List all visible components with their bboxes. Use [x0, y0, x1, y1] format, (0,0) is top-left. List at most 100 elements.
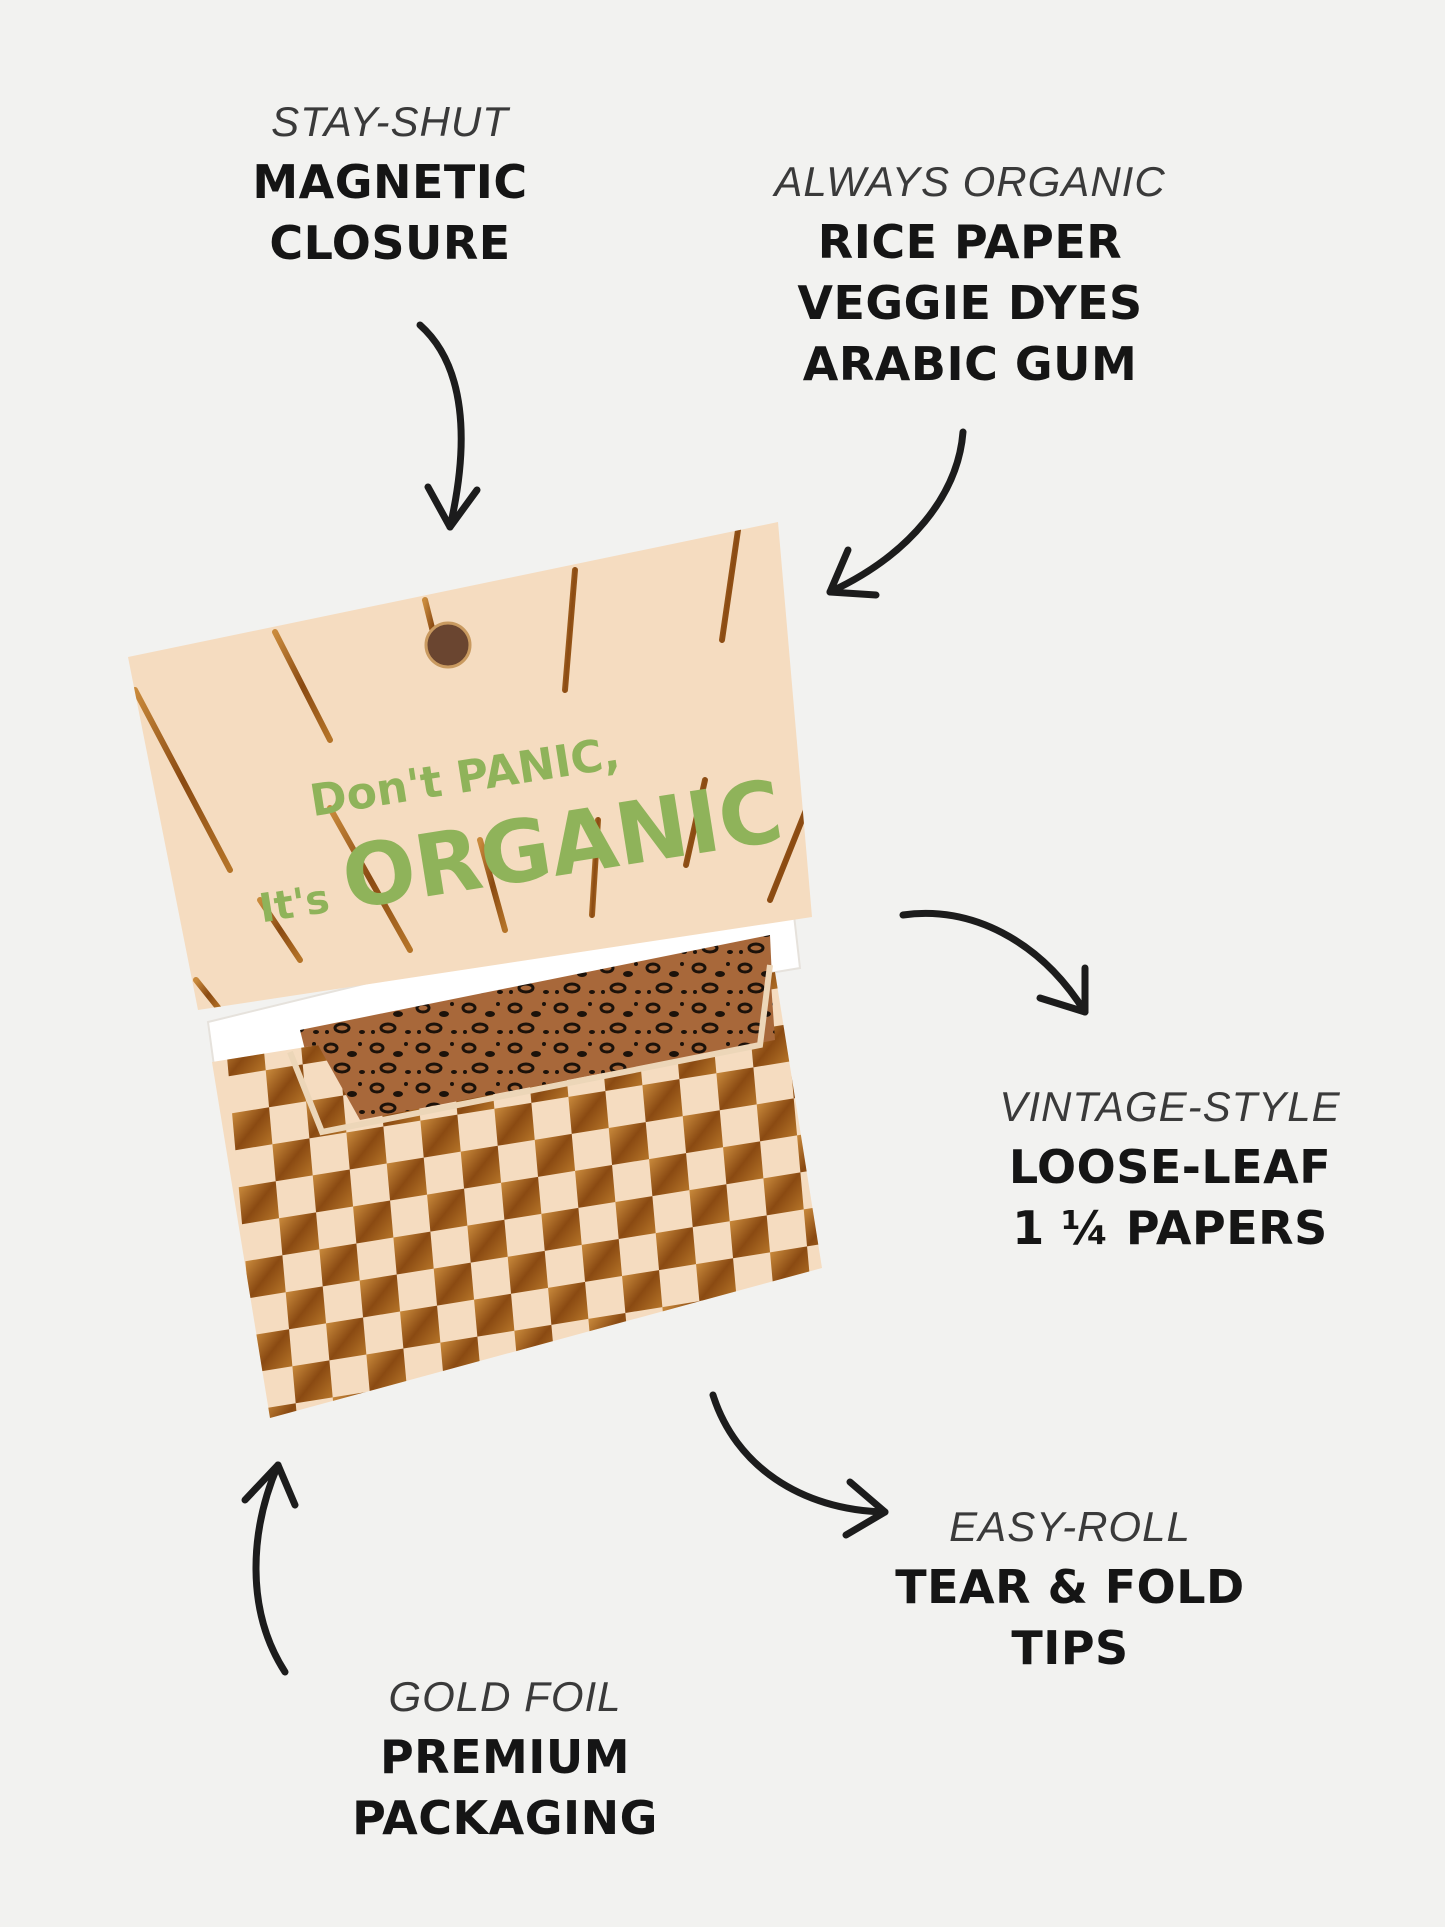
checker-square	[817, 972, 822, 982]
checker-square	[952, 1180, 992, 1223]
checker-square	[528, 1473, 568, 1516]
checker-square	[682, 1110, 724, 1154]
checker-square	[514, 1324, 555, 1368]
checker-square	[925, 1297, 965, 1340]
checker-square	[366, 1348, 407, 1392]
callout-subtitle: EASY-ROLL	[949, 1503, 1191, 1550]
checker-square	[386, 1157, 428, 1201]
arrow-icon	[241, 1461, 299, 1676]
callout-magnetic-closure: STAY-SHUT MAGNETIC CLOSURE	[220, 92, 560, 274]
checker-square	[272, 1138, 313, 1182]
checker-square	[507, 1250, 549, 1294]
checker-square	[831, 1087, 871, 1130]
checker-square	[783, 981, 822, 1025]
callout-line: 1 ¼ PAPERS	[1012, 1201, 1328, 1255]
checker-square	[252, 1329, 293, 1373]
checker-square	[851, 1309, 891, 1352]
checker-square	[440, 1336, 481, 1380]
callout-line: PACKAGING	[352, 1791, 658, 1845]
checker-square	[299, 1434, 339, 1477]
arrow-icon	[899, 909, 1089, 1016]
checker-square	[474, 1293, 515, 1337]
checker-square	[561, 1430, 601, 1473]
checker-square	[568, 1091, 609, 1134]
checker-square	[433, 1262, 475, 1306]
checker-square	[628, 1344, 670, 1388]
checker-square	[817, 1351, 822, 1395]
checker-square	[884, 1266, 924, 1309]
checker-square	[319, 1243, 360, 1287]
callout-line: VEGGIE DYES	[797, 276, 1143, 330]
checker-square	[938, 1032, 978, 1075]
checker-square	[898, 1001, 938, 1044]
checker-square	[494, 1102, 535, 1146]
checker-square	[460, 1145, 502, 1189]
checker-square	[615, 1196, 656, 1240]
checker-square	[803, 1203, 822, 1247]
checker-square	[911, 1149, 951, 1192]
checker-square	[891, 1340, 931, 1383]
checker-square	[548, 1281, 589, 1325]
checker-square	[642, 1079, 683, 1123]
callout-line: LOOSE-LEAF	[1008, 1140, 1332, 1194]
checker-square	[931, 1371, 971, 1414]
checker-square	[776, 1320, 818, 1364]
callout-premium-packaging: GOLD FOIL PREMIUM PACKAGING	[320, 1667, 690, 1849]
checker-square	[326, 1317, 367, 1361]
checker-square	[373, 1423, 413, 1466]
checker-square	[797, 1129, 822, 1173]
checker-square	[702, 1332, 744, 1376]
checker-square	[965, 1328, 1005, 1371]
callout-loose-leaf-papers: VINTAGE-STYLE LOOSE-LEAF 1 ¼ PAPERS	[960, 1077, 1380, 1259]
checker-square	[400, 1305, 441, 1349]
checker-square	[810, 1277, 822, 1321]
pack-pocket	[318, 968, 775, 1120]
checker-square	[932, 958, 972, 1001]
callout-line: ARABIC GUM	[802, 337, 1138, 391]
checker-square	[844, 1235, 884, 1278]
checker-square	[265, 1064, 307, 1108]
checker-square	[292, 1360, 333, 1404]
checker-square	[655, 1227, 697, 1271]
checker-square	[393, 1231, 434, 1275]
slogan-prefix: It's	[256, 876, 332, 932]
checker-square	[588, 1313, 629, 1356]
checker-square	[447, 1410, 488, 1418]
checker-square	[824, 1013, 864, 1056]
checker-square	[521, 1398, 562, 1418]
checker-square	[285, 1286, 327, 1330]
checker-square	[306, 1508, 346, 1551]
checker-square	[898, 1414, 938, 1457]
callout-line: RICE PAPER	[817, 215, 1123, 269]
callout-subtitle: ALWAYS ORGANIC	[774, 158, 1166, 205]
magnet-dot	[424, 621, 472, 669]
checker-square	[945, 1106, 985, 1149]
checker-square	[770, 1246, 811, 1290]
arrow-icon	[709, 1391, 889, 1539]
checker-square	[501, 1176, 542, 1220]
checker-square	[232, 1107, 273, 1151]
checker-square	[279, 1212, 320, 1256]
checker-square	[413, 1454, 453, 1497]
checker-square	[783, 1394, 822, 1418]
checker-square	[864, 1044, 904, 1087]
callout-line: PREMIUM	[379, 1730, 631, 1784]
checker-square	[575, 1165, 616, 1208]
checker-square	[480, 1367, 522, 1411]
checker-square	[380, 1497, 420, 1540]
callout-line: TIPS	[1011, 1621, 1129, 1675]
checker-square	[332, 1391, 374, 1418]
checker-square	[353, 1200, 394, 1244]
checker-square	[689, 1184, 730, 1228]
checker-square	[669, 1375, 710, 1418]
checker-square	[541, 1207, 582, 1251]
checker-square	[837, 1161, 877, 1204]
checker-square	[729, 1215, 771, 1259]
checker-square	[756, 1098, 798, 1142]
checker-square	[427, 1188, 468, 1232]
callout-subtitle: VINTAGE-STYLE	[999, 1083, 1341, 1130]
callout-tear-fold-tips: EASY-ROLL TEAR & FOLD TIPS	[880, 1497, 1260, 1679]
checker-square	[871, 1118, 911, 1161]
checker-square	[245, 1255, 286, 1299]
